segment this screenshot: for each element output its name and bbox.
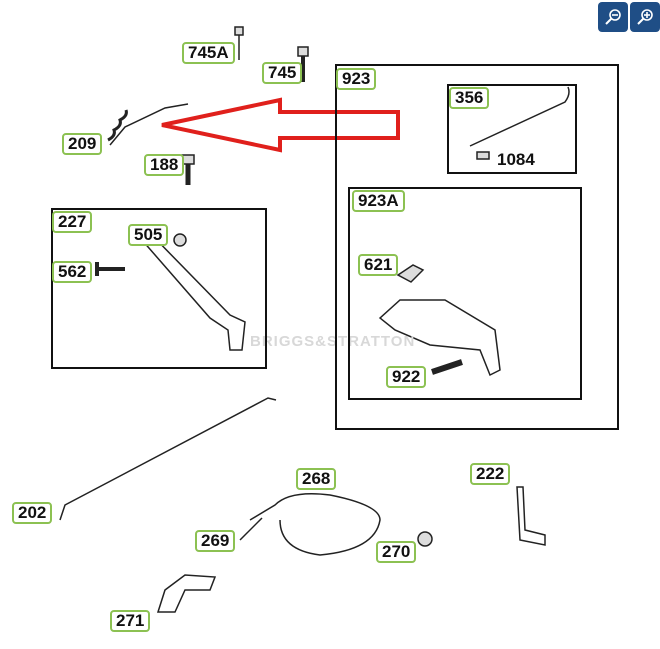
clip-621 [396,264,425,283]
bolt-745A [234,26,244,60]
part-label-1084[interactable]: 1084 [497,150,535,169]
part-label-621[interactable]: 621 [358,254,399,276]
bracket-222 [516,486,546,546]
lever-227 [133,227,246,351]
group-923A-box [348,187,582,400]
part-label-227[interactable]: 227 [52,211,93,233]
part-label-562[interactable]: 562 [52,261,93,283]
bolt-745 [297,46,309,82]
rod-202 [59,397,277,521]
red-arrow [161,97,400,153]
part-label-745[interactable]: 745 [262,62,303,84]
group-227-box [51,208,267,369]
part-label-922[interactable]: 922 [386,366,427,388]
part-label-923A[interactable]: 923A [352,190,405,212]
zoom-out-icon [605,9,621,25]
zoom-out-button[interactable] [598,2,628,32]
part-label-270[interactable]: 270 [376,541,417,563]
rod-356 [469,86,570,147]
zoom-in-button[interactable] [630,2,660,32]
part-label-209[interactable]: 209 [62,133,103,155]
pin-562 [95,262,125,276]
part-label-269[interactable]: 269 [195,530,236,552]
clamp-271 [156,574,217,613]
part-label-356[interactable]: 356 [449,87,490,109]
spring-209 [107,103,189,146]
nut-505 [173,233,187,247]
part-label-745A[interactable]: 745A [182,42,235,64]
part-label-923[interactable]: 923 [336,68,377,90]
clip-1084 [476,151,490,160]
part-label-188[interactable]: 188 [144,154,185,176]
zoom-in-icon [637,9,653,25]
part-label-202[interactable]: 202 [12,502,53,524]
part-label-222[interactable]: 222 [470,463,511,485]
cable-268 [249,493,381,556]
spring-922 [431,359,463,375]
part-label-268[interactable]: 268 [296,468,337,490]
bracket-923A [378,299,501,377]
cable-269 [239,517,263,541]
group-923-box [335,64,619,430]
part-label-505[interactable]: 505 [128,224,169,246]
group-356-box [447,84,577,174]
nut-270 [417,531,433,547]
part-label-271[interactable]: 271 [110,610,151,632]
watermark: BRIGGS&STRATTON [250,333,416,350]
